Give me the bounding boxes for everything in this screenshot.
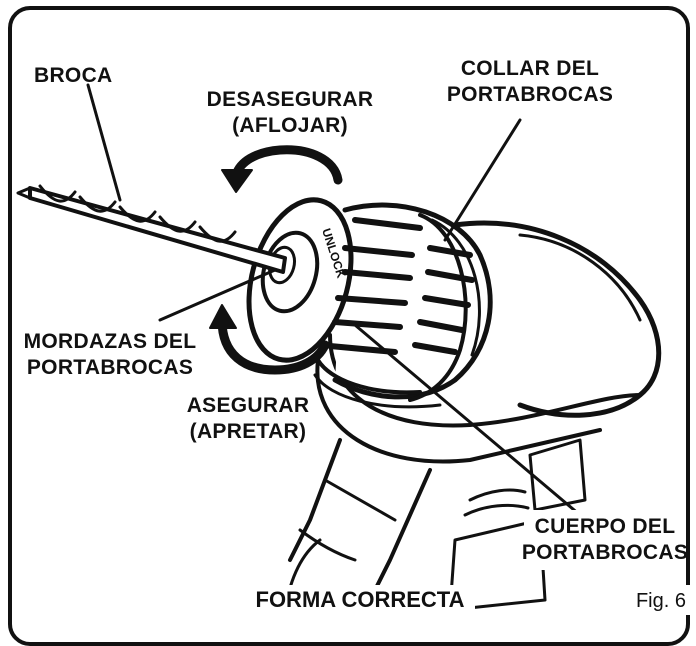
leader-cuerpo — [353, 323, 582, 517]
figure-panel: UNLOCK BROCA DESASEGURAR (AFLOJAR) COLLA… — [8, 6, 690, 646]
label-mordazas: MORDAZAS DEL — [24, 330, 197, 353]
leader-lines — [86, 83, 582, 517]
figure-number: Fig. 6 — [636, 590, 686, 612]
label-apretar: (APRETAR) — [190, 420, 307, 443]
leader-broca — [86, 83, 122, 202]
chuck-sleeve — [246, 197, 493, 409]
drill-illustration: UNLOCK BROCA DESASEGURAR (AFLOJAR) COLLA… — [16, 57, 688, 612]
leader-collar — [443, 118, 522, 242]
label-broca: BROCA — [34, 64, 113, 87]
loosen-arrow — [221, 145, 343, 193]
label-mordazas-portabrocas: PORTABROCAS — [27, 356, 193, 379]
leader-mordazas — [158, 268, 277, 322]
drill-bit — [16, 184, 287, 274]
label-collar: COLLAR DEL — [461, 57, 599, 80]
tighten-arrow — [209, 304, 330, 375]
label-aflojar: (AFLOJAR) — [232, 114, 348, 137]
label-desasegurar: DESASEGURAR — [207, 88, 374, 111]
label-asegurar: ASEGURAR — [187, 394, 310, 417]
label-collar-portabrocas: PORTABROCAS — [447, 83, 613, 106]
caption: FORMA CORRECTA — [256, 587, 465, 612]
label-cuerpo: CUERPO DEL — [535, 515, 676, 538]
label-cuerpo-portabrocas: PORTABROCAS — [522, 541, 688, 564]
